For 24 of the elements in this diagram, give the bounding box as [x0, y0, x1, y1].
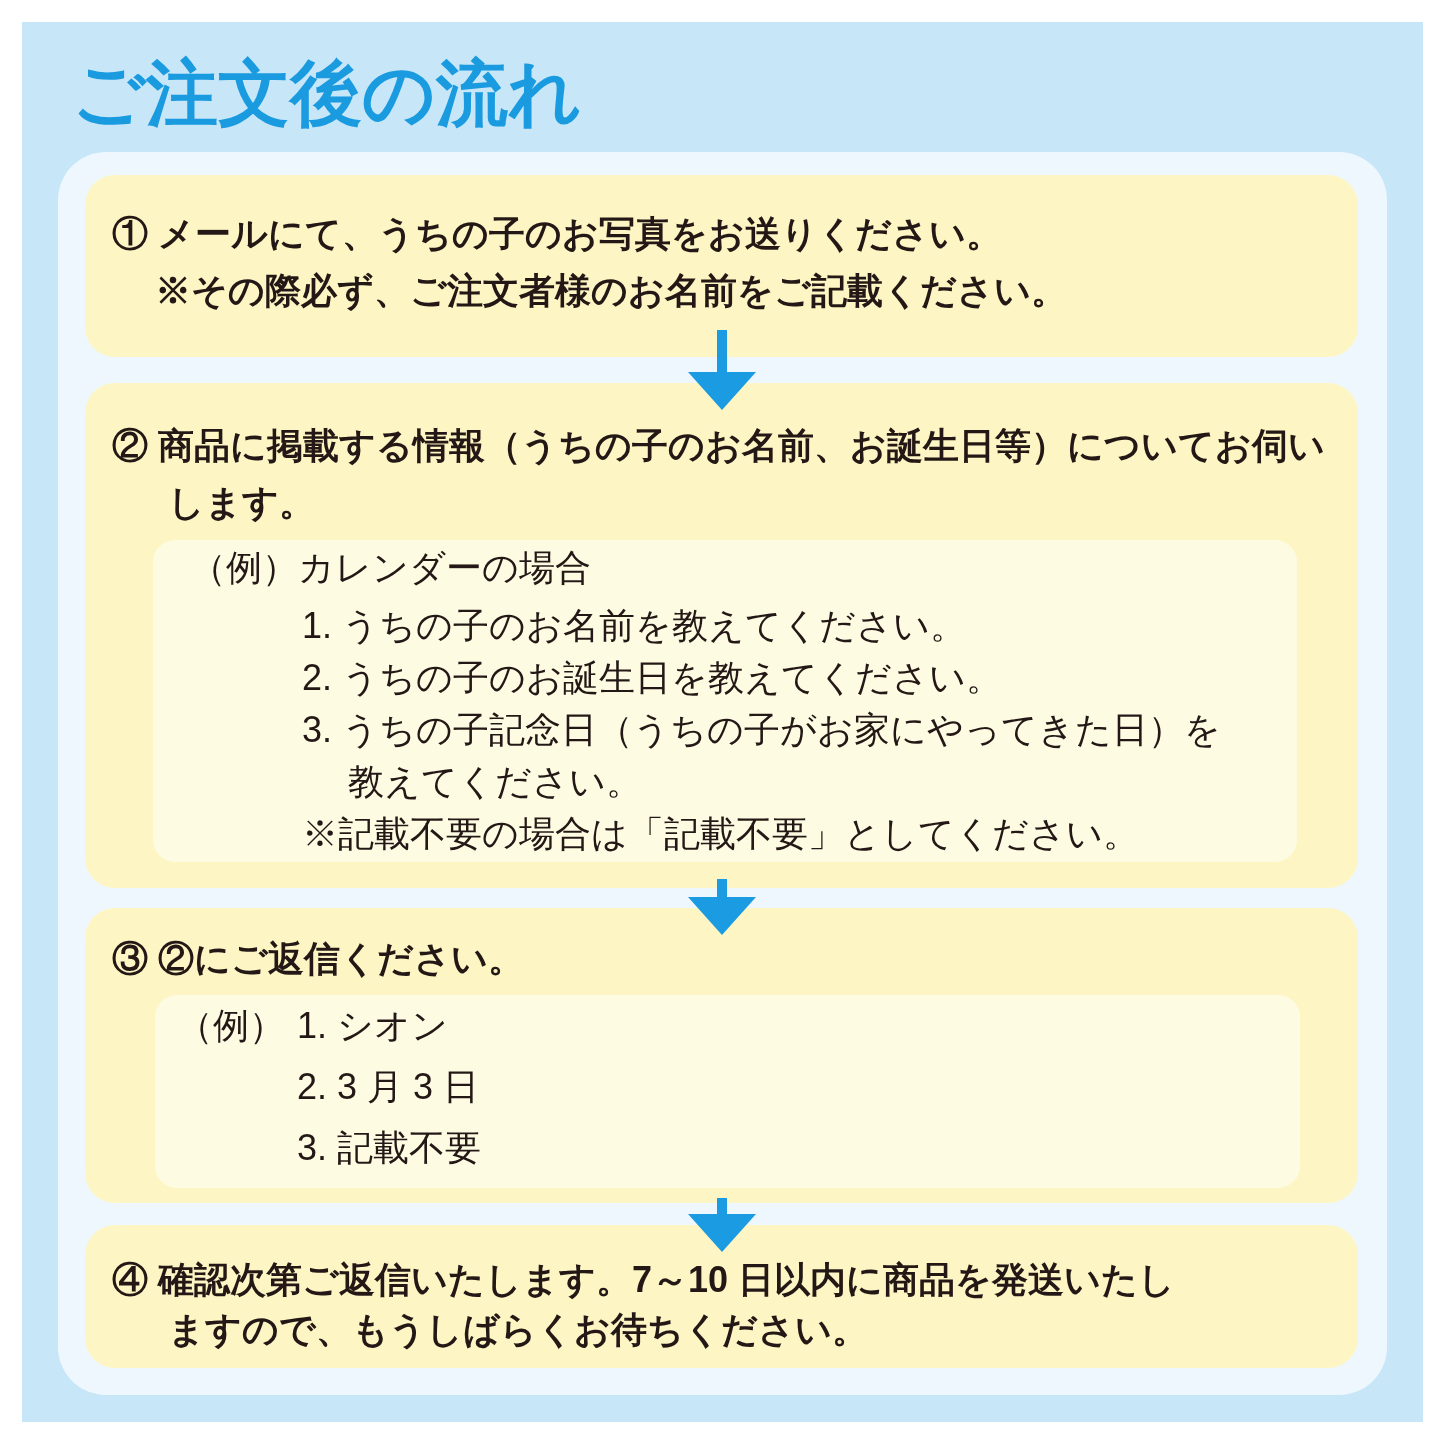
- step-text: ③ ②にご返信ください。: [112, 937, 524, 981]
- step-text: ① メールにて、うちの子のお写真をお送りください。: [112, 212, 1002, 256]
- title: ご注文後の流れ: [72, 52, 582, 135]
- arrow: [688, 330, 756, 410]
- step-text: ④ 確認次第ご返信いたします。7～10 日以内に商品を発送いたしますので、もうしばらくお待ちください。: [112, 1258, 1177, 1352]
- arrow: [688, 879, 756, 935]
- step-box: [85, 908, 1358, 1203]
- arrow: [688, 1198, 756, 1252]
- list-item: 1. シオン: [297, 1004, 449, 1048]
- step-box: [85, 383, 1358, 888]
- list-item: 1. うちの子のお名前を教えてください。: [302, 604, 967, 648]
- list-item: 2. うちの子のお誕生日を教えてください。: [302, 656, 1003, 700]
- example-label: （例）: [177, 1004, 285, 1048]
- example-box: [153, 540, 1297, 862]
- example-box: [155, 995, 1300, 1188]
- list-item: 3. 記載不要: [297, 1126, 482, 1170]
- example-heading: （例）カレンダーの場合: [190, 546, 591, 590]
- note-text: ※記載不要の場合は「記載不要」としてください。: [302, 812, 1139, 856]
- step-box: [85, 175, 1358, 357]
- list-item: 3. うちの子記念日（うちの子がお家にやってきた日）を教えてください。: [302, 708, 1222, 804]
- list-item: 2. 3 月 3 日: [297, 1065, 480, 1109]
- step-text: ② 商品に掲載する情報（うちの子のお名前、お誕生日等）についてお伺いします。: [112, 424, 1326, 525]
- step-box: [85, 1225, 1358, 1368]
- note-text: ※その際必ず、ご注文者様のお名前をご記載ください。: [155, 269, 1067, 313]
